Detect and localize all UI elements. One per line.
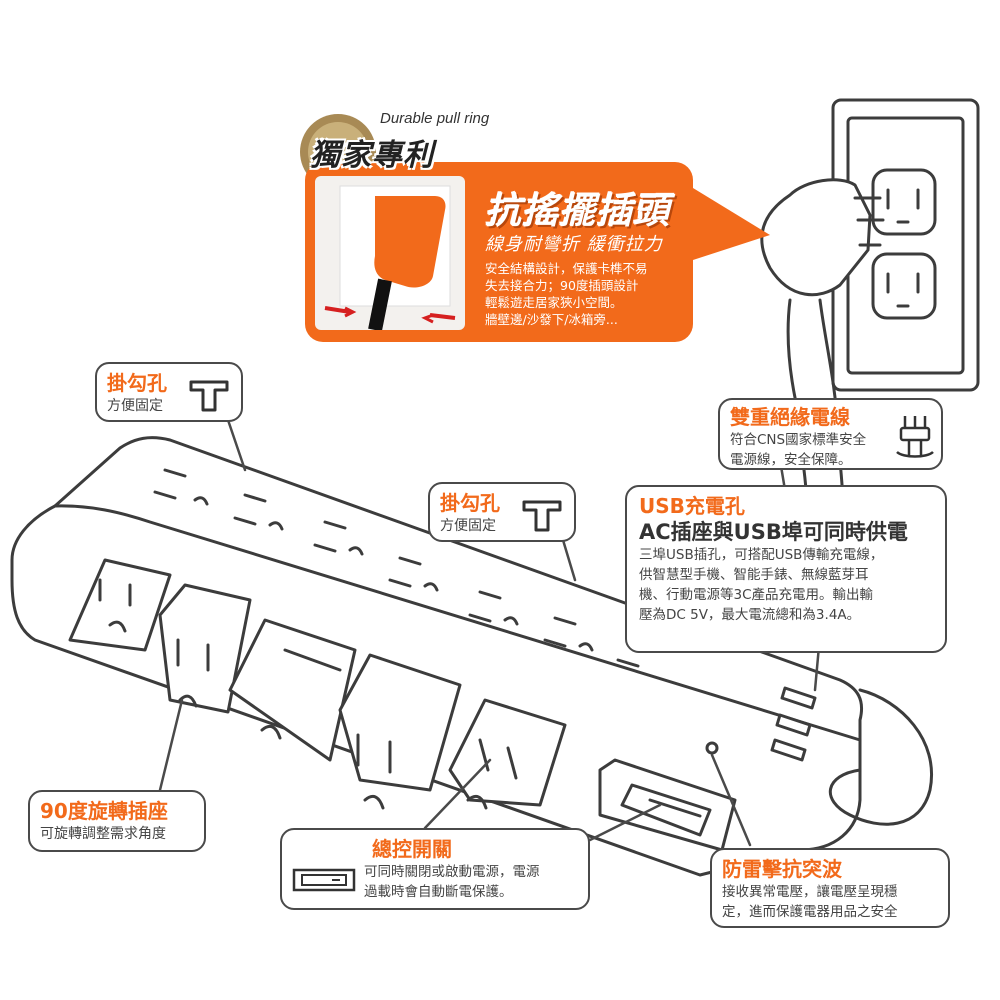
promo-subtitle: 線身耐彎折 緩衝拉力 xyxy=(485,234,663,255)
callout-line: 定，進而保護電器用品之安全 xyxy=(722,904,898,920)
callout-line: 符合CNS國家標準安全 xyxy=(730,432,867,448)
usb-charging-callout: USB充電孔 AC插座與USB埠可同時供電 三埠USB插孔，可搭配USB傳輸充電… xyxy=(625,485,947,653)
callout-text: 可同時關閉或啟動電源，電源 過載時會自動斷電保護。 xyxy=(292,862,578,902)
callout-title: 90度旋轉插座 xyxy=(40,799,168,823)
wall-outlet xyxy=(831,98,980,392)
patent-title: 獨家專利 xyxy=(310,138,434,173)
surge-protection-callout: 防雷擊抗突波 接收異常電壓，讓電壓呈現穩 定，進而保護電器用品之安全 xyxy=(710,848,950,928)
callout-text: 方便固定 xyxy=(440,518,496,534)
pull-ring-label: Durable pull ring xyxy=(380,110,490,127)
callout-title: 掛勾孔 xyxy=(440,491,500,515)
promo-box: 抗搖擺插頭 線身耐彎折 緩衝拉力 安全結構設計，保護卡榫不易 失去接合力；90度… xyxy=(305,162,693,342)
orange-plug-icon xyxy=(324,185,456,330)
callout-title: USB充電孔 xyxy=(639,494,745,518)
promo-desc-line: 安全結構設計，保護卡榫不易 xyxy=(485,261,648,276)
hook-hole-icon xyxy=(522,500,562,532)
callout-line: 接收異常電壓，讓電壓呈現穩 xyxy=(722,884,898,900)
double-insulated-cable-callout: 雙重絕緣電線 符合CNS國家標準安全 電源線，安全保障。 xyxy=(718,398,943,470)
callout-line: 壓為DC 5V，最大電流總和為3.4A。 xyxy=(639,607,861,623)
callout-title: 防雷擊抗突波 xyxy=(722,857,842,881)
callout-title: 雙重絕緣電線 xyxy=(730,405,850,429)
callout-line: 電源線，安全保障。 xyxy=(730,452,852,468)
callout-text: 接收異常電壓，讓電壓呈現穩 定，進而保護電器用品之安全 xyxy=(722,882,938,922)
promo-desc-line: 輕鬆遊走居家狹小空間。 xyxy=(485,295,623,310)
hook-hole-callout-1: 掛勾孔 方便固定 xyxy=(95,362,243,422)
callout-title: 總控開關 xyxy=(372,837,452,861)
callout-text: 三埠USB插孔，可搭配USB傳輸充電線， 供智慧型手機、智能手錶、無線藍芽耳 機… xyxy=(639,545,933,625)
promo-pointer xyxy=(693,188,770,260)
callout-text: 符合CNS國家標準安全 電源線，安全保障。 xyxy=(730,430,931,470)
switch-icon xyxy=(292,868,356,892)
callout-line: 供智慧型手機、智能手錶、無線藍芽耳 xyxy=(639,567,869,583)
promo-description: 安全結構設計，保護卡榫不易 失去接合力；90度插頭設計 輕鬆遊走居家狹小空間。 … xyxy=(485,260,685,328)
callout-text: 可旋轉調整需求角度 xyxy=(40,826,166,842)
callout-headline: AC插座與USB埠可同時供電 xyxy=(639,520,908,544)
cable-plug-icon xyxy=(896,416,934,458)
callout-line: 可同時關閉或啟動電源，電源 xyxy=(364,864,540,880)
callout-title: 掛勾孔 xyxy=(107,371,167,395)
rotating-socket-callout: 90度旋轉插座 可旋轉調整需求角度 xyxy=(28,790,206,852)
callout-text: 方便固定 xyxy=(107,398,163,414)
hook-hole-callout-2: 掛勾孔 方便固定 xyxy=(428,482,576,542)
callout-line: 機、行動電源等3C產品充電用。輸出輸 xyxy=(639,587,874,603)
promo-desc-line: 失去接合力；90度插頭設計 xyxy=(485,278,639,293)
master-switch-callout: 總控開關 可同時關閉或啟動電源，電源 過載時會自動斷電保護。 xyxy=(280,828,590,910)
promo-desc-line: 牆壁邊/沙發下/冰箱旁... xyxy=(485,312,618,327)
power-strip-body xyxy=(10,436,933,877)
callout-line: 三埠USB插孔，可搭配USB傳輸充電線， xyxy=(639,547,884,563)
callout-line: 過載時會自動斷電保護。 xyxy=(364,884,513,900)
plug-photo xyxy=(315,176,465,330)
hook-hole-icon xyxy=(189,380,229,412)
promo-title: 抗搖擺插頭 xyxy=(485,190,671,232)
